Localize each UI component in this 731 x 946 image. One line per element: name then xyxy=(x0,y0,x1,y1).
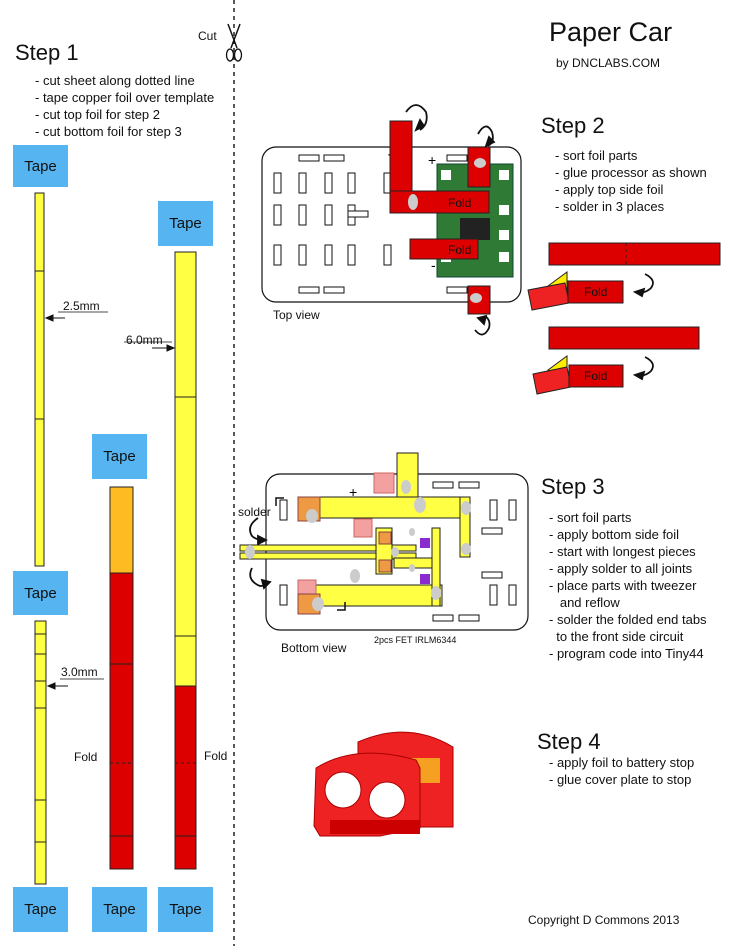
rotate-arrow-icon xyxy=(477,125,496,148)
step4-item: - glue cover plate to stop xyxy=(549,772,692,787)
battery-hole xyxy=(368,781,406,819)
step3-item: - sort foil parts xyxy=(549,510,632,525)
tape-box: Tape xyxy=(158,887,213,932)
battery-hole xyxy=(324,771,362,809)
component-pad xyxy=(353,518,373,538)
tape-box: Tape xyxy=(158,201,213,246)
step3-item: and reflow xyxy=(549,595,620,610)
processor-chip xyxy=(460,218,490,240)
step1-heading: Step 1 xyxy=(15,40,79,65)
step3-item: - apply bottom side foil xyxy=(549,527,680,542)
tape-box: Tape xyxy=(13,145,68,187)
foil-strip-3-0mm xyxy=(34,620,47,885)
plus-mark: + xyxy=(349,484,357,500)
step3-item: - solder the folded end tabs xyxy=(549,612,707,627)
foil-strip-long xyxy=(548,242,721,266)
step2-heading: Step 2 xyxy=(541,113,605,138)
foil-strip-2-5mm xyxy=(34,192,45,567)
page-title: Paper Car xyxy=(549,17,673,47)
step2-item: - apply top side foil xyxy=(555,182,664,197)
step1-item: - cut sheet along dotted line xyxy=(35,73,195,88)
arrow-icon xyxy=(44,314,65,322)
top-view-label: Top view xyxy=(273,308,320,322)
fold-label: Fold xyxy=(204,749,228,763)
foil-strip-medium xyxy=(548,326,700,350)
plus-mark: + xyxy=(428,152,436,168)
step3-item: - place parts with tweezer xyxy=(549,578,697,593)
rotate-arrow-icon xyxy=(474,314,491,336)
solder-label: solder xyxy=(238,505,271,519)
step2-item: - solder in 3 places xyxy=(555,199,665,214)
minus-mark: - xyxy=(431,257,436,273)
foil-fold-block xyxy=(568,364,624,388)
arrow-icon xyxy=(46,682,68,690)
step4-instructions: - apply foil to battery stop - glue cove… xyxy=(549,754,694,788)
scissors-icon xyxy=(225,23,243,62)
step2-instructions: - sort foil parts - glue processor as sh… xyxy=(555,147,707,215)
step1-item: - cut bottom foil for step 3 xyxy=(35,124,182,139)
step4-item: - apply foil to battery stop xyxy=(549,755,695,770)
arrow-icon xyxy=(152,344,176,352)
step1-instructions: - cut sheet along dotted line - tape cop… xyxy=(35,72,214,140)
tape-box: Tape xyxy=(13,887,68,932)
fet-label: 2pcs FET IRLM6344 xyxy=(374,635,457,645)
rotate-arrow-icon xyxy=(405,104,428,132)
width-label-3-0mm: 3.0mm xyxy=(61,665,98,679)
solder-joint xyxy=(474,158,486,168)
step3-item: to the front side circuit xyxy=(549,629,684,644)
rotate-arrow-icon xyxy=(632,356,654,381)
rotate-arrow-icon xyxy=(249,517,269,546)
step3-heading: Step 3 xyxy=(541,474,605,499)
fold-label: Fold xyxy=(584,285,608,299)
width-label-2-5mm: 2.5mm xyxy=(63,299,100,313)
width-label-6-0mm: 6.0mm xyxy=(126,333,163,347)
step2-item: - sort foil parts xyxy=(555,148,638,163)
bracket-mark xyxy=(275,497,284,506)
solder-joints xyxy=(245,480,471,611)
solder-joint xyxy=(470,293,482,303)
component-pad xyxy=(373,472,395,494)
step1-item: - cut top foil for step 2 xyxy=(35,107,161,122)
bracket-mark xyxy=(337,602,346,611)
step3-item: - apply solder to all joints xyxy=(549,561,693,576)
step4-heading: Step 4 xyxy=(537,729,601,754)
chassis-slots xyxy=(279,481,517,622)
foil-strip-6-0mm xyxy=(174,251,197,870)
fold-label: Fold xyxy=(584,369,608,383)
rotate-arrow-icon xyxy=(249,567,272,590)
step3-instructions: - sort foil parts - apply bottom side fo… xyxy=(549,509,707,662)
resistor xyxy=(378,531,392,545)
tape-box: Tape xyxy=(92,887,147,932)
fold-label: Fold xyxy=(74,750,98,764)
tape-box: Tape xyxy=(13,571,68,615)
rotate-arrow-icon xyxy=(632,273,654,298)
page-subtitle: by DNCLABS.COM xyxy=(556,56,661,70)
step3-item: - program code into Tiny44 xyxy=(549,646,704,661)
solder-joint xyxy=(408,194,418,210)
tape-box: Tape xyxy=(92,434,147,479)
resistor xyxy=(378,559,392,573)
cut-label: Cut xyxy=(198,29,217,43)
foil-strip-red-short xyxy=(109,486,134,870)
step1-item: - tape copper foil over template xyxy=(35,90,215,105)
bottom-view-label: Bottom view xyxy=(281,641,347,655)
foil-fold-block xyxy=(567,280,624,304)
stop-base xyxy=(330,820,420,834)
fold-label: Fold xyxy=(448,243,472,257)
plus-mark: · xyxy=(387,147,391,161)
fet-transistor xyxy=(420,574,430,584)
fet-transistor xyxy=(420,538,430,548)
copyright: Copyright D Commons 2013 xyxy=(528,913,680,927)
step3-item: - start with longest pieces xyxy=(549,544,696,559)
fold-label: Fold xyxy=(448,196,472,210)
step2-item: - glue processor as shown xyxy=(555,165,707,180)
